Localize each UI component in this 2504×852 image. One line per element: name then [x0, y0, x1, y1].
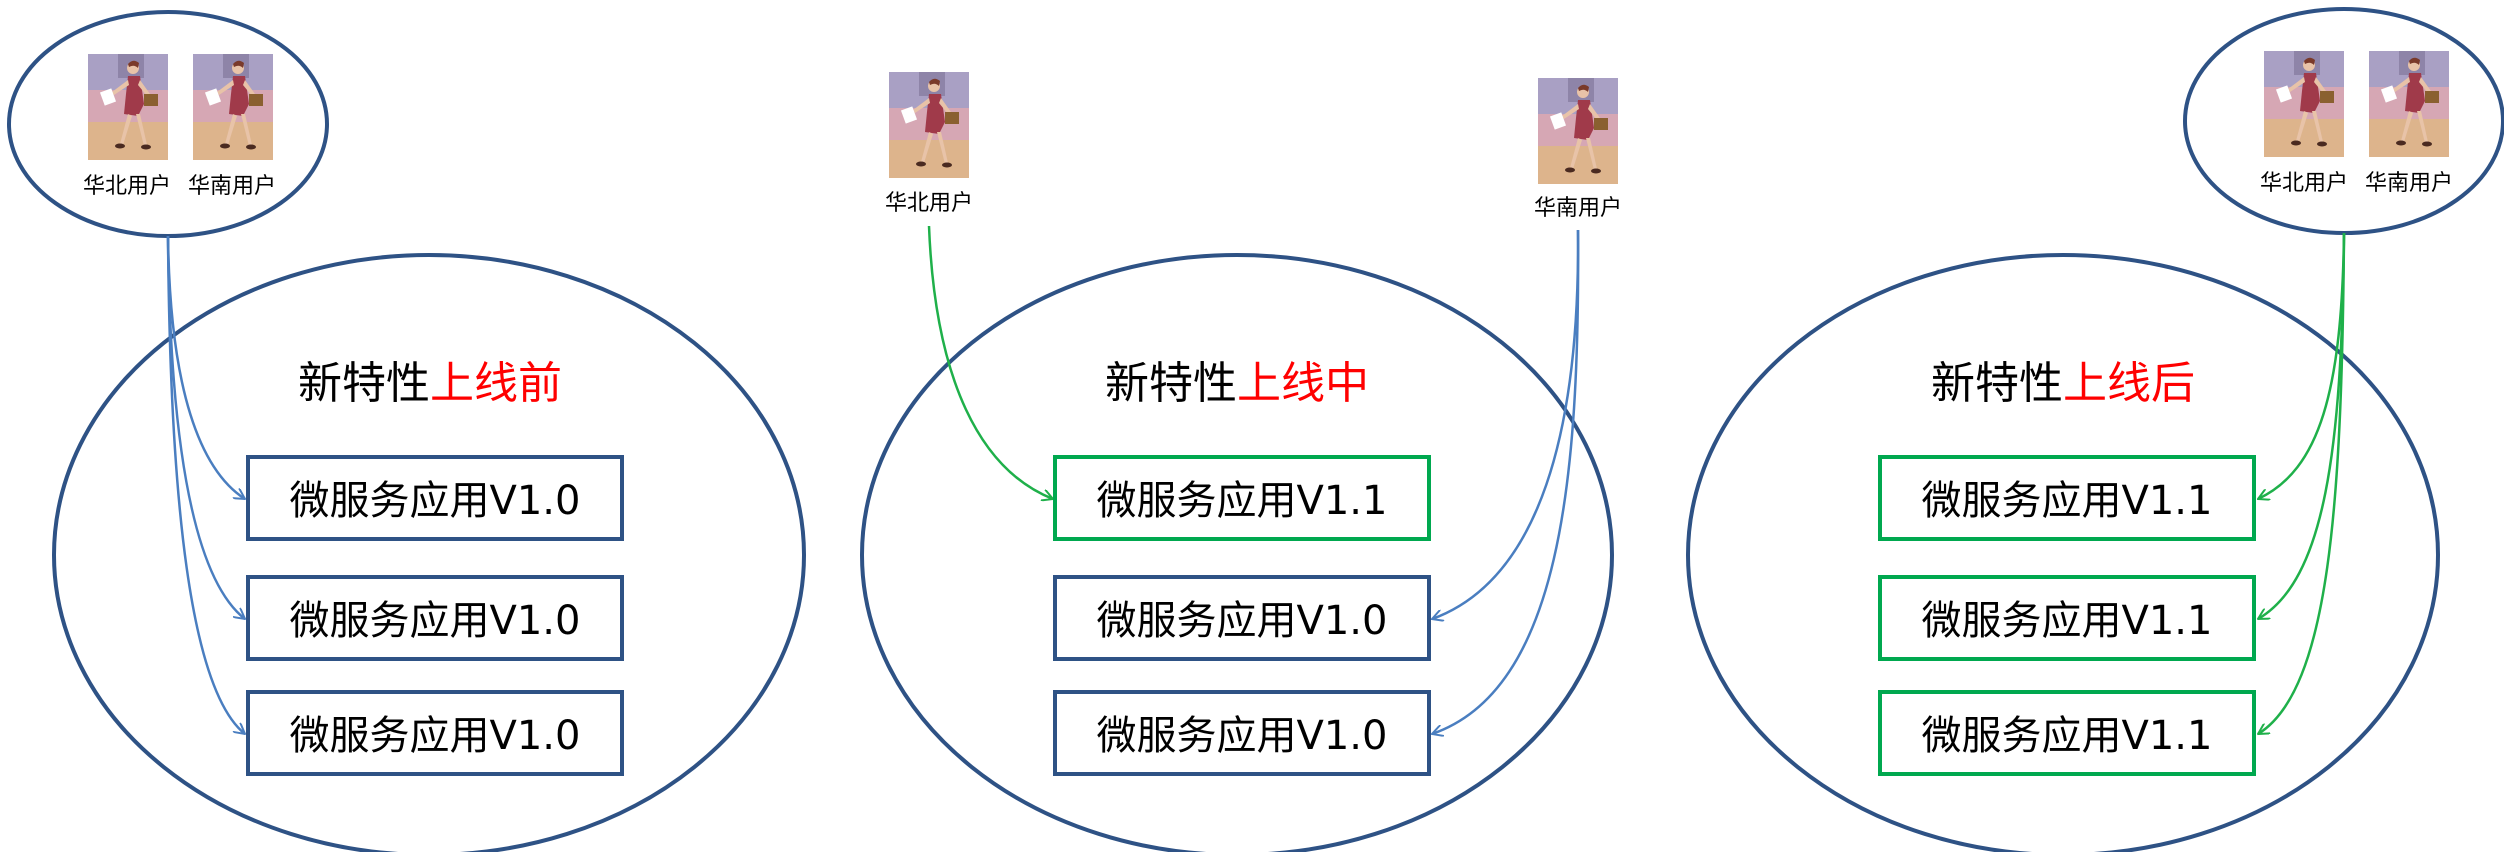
route-arrow-new — [2258, 232, 2346, 621]
service-box-label: 微服务应用V1.1 — [1922, 478, 2213, 524]
service-box-label: 微服务应用V1.0 — [1097, 598, 1388, 644]
panel-before-ellipse — [52, 253, 806, 852]
panel-after-user-group: 华北用户 华南用户 — [2183, 7, 2504, 235]
route-arrow — [1432, 229, 1580, 734]
route-arrow-new — [927, 225, 1053, 499]
user-label-north: 华北用户 — [2260, 171, 2348, 196]
route-arrow — [166, 235, 245, 499]
user-label-south: 华南用户 — [2365, 171, 2453, 196]
panel-after-title: 新特性上线后 — [1931, 358, 2195, 409]
route-arrow — [166, 235, 245, 619]
walking-user-icon — [2369, 51, 2449, 157]
route-arrow — [166, 235, 245, 734]
service-box-label: 微服务应用V1.0 — [1097, 713, 1388, 759]
service-box: 微服务应用V1.1 — [1053, 455, 1431, 541]
service-box: 微服务应用V1.0 — [246, 455, 624, 541]
panel-during-title: 新特性上线中 — [1105, 358, 1369, 409]
service-box: 微服务应用V1.1 — [1878, 575, 2256, 661]
service-box-label: 微服务应用V1.0 — [290, 598, 581, 644]
panel-before: 新特性上线前 华北用户 华南用户 微服务应用V1.0 微服务应用V1.0 微服务… — [7, 10, 806, 852]
service-box: 微服务应用V1.0 — [246, 690, 624, 776]
walking-user-icon — [1538, 78, 1618, 184]
service-box-label: 微服务应用V1.1 — [1097, 478, 1388, 524]
panel-during: 新特性上线中 华北用户 华南用户 微服务应用V1.1 微服务应用V1.0 微服务… — [860, 72, 1622, 852]
panel-before-title: 新特性上线前 — [298, 358, 562, 409]
service-box: 微服务应用V1.1 — [1878, 690, 2256, 776]
user-label-south: 华南用户 — [188, 174, 276, 199]
service-box-label: 微服务应用V1.1 — [1922, 713, 2213, 759]
walking-user-icon — [889, 72, 969, 178]
route-arrow-new — [2258, 232, 2346, 734]
service-box-label: 微服务应用V1.0 — [290, 478, 581, 524]
panel-after: 新特性上线后 华北用户 华南用户 微服务应用V1.1 微服务应用V1.1 微服务… — [1686, 7, 2504, 852]
route-arrow — [1432, 229, 1580, 619]
service-box: 微服务应用V1.0 — [1053, 575, 1431, 661]
user-label-south: 华南用户 — [1534, 196, 1622, 221]
walking-user-icon — [88, 54, 168, 160]
panel-before-user-group: 华北用户 华南用户 — [7, 10, 329, 238]
service-box-label: 微服务应用V1.1 — [1922, 598, 2213, 644]
service-box: 微服务应用V1.0 — [1053, 690, 1431, 776]
walking-user-icon — [2264, 51, 2344, 157]
service-box-label: 微服务应用V1.0 — [290, 713, 581, 759]
panel-during-ellipse — [860, 253, 1614, 852]
user-label-north: 华北用户 — [83, 174, 171, 199]
service-box: 微服务应用V1.0 — [246, 575, 624, 661]
panel-after-ellipse — [1686, 253, 2440, 852]
user-label-north: 华北用户 — [885, 191, 973, 216]
walking-user-icon — [193, 54, 273, 160]
service-box: 微服务应用V1.1 — [1878, 455, 2256, 541]
